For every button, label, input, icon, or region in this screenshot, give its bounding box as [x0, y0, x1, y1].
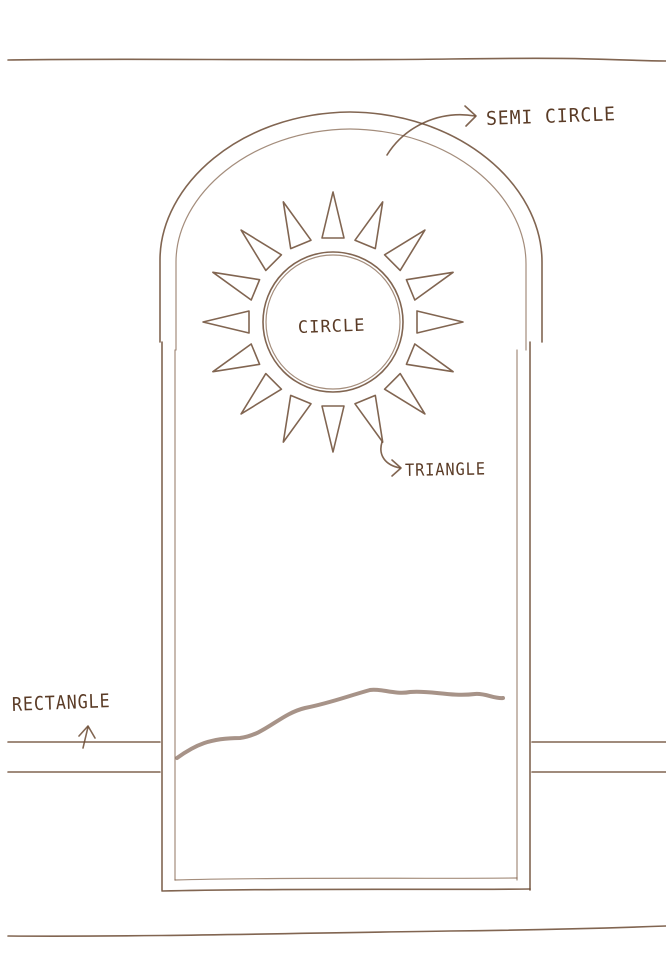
sun-ray-triangle — [355, 395, 383, 442]
sun-ray-triangle — [283, 202, 311, 249]
sun-ray-triangle — [385, 374, 425, 414]
rectangle-label: RECTANGLE — [12, 690, 111, 716]
door-bottom-outer — [162, 889, 530, 891]
sun-ray-triangle — [406, 344, 453, 372]
sun-ray-triangle — [241, 374, 281, 414]
triangle-label: TRIANGLE — [405, 459, 486, 481]
sun-ray-triangle — [355, 202, 383, 249]
sun-ray-triangle — [322, 192, 344, 238]
sun-ray-triangle — [213, 344, 260, 372]
sun-ray-triangle — [283, 395, 311, 442]
sun-ray-triangle — [213, 272, 260, 300]
circle-label: CIRCLE — [298, 316, 366, 338]
sun-ray-triangle — [322, 406, 344, 452]
top-horizontal-line — [8, 58, 666, 61]
sun-ray-triangle — [406, 272, 453, 300]
sun-ray-triangle — [241, 230, 281, 270]
door-bottom-inner — [175, 878, 517, 880]
sun-ray-triangle — [203, 311, 249, 333]
sun-ray-triangle — [417, 311, 463, 333]
hill-line — [177, 690, 503, 758]
sun-ray-triangle — [385, 230, 425, 270]
floor-line — [8, 926, 666, 936]
arch-outer-line — [160, 112, 542, 342]
